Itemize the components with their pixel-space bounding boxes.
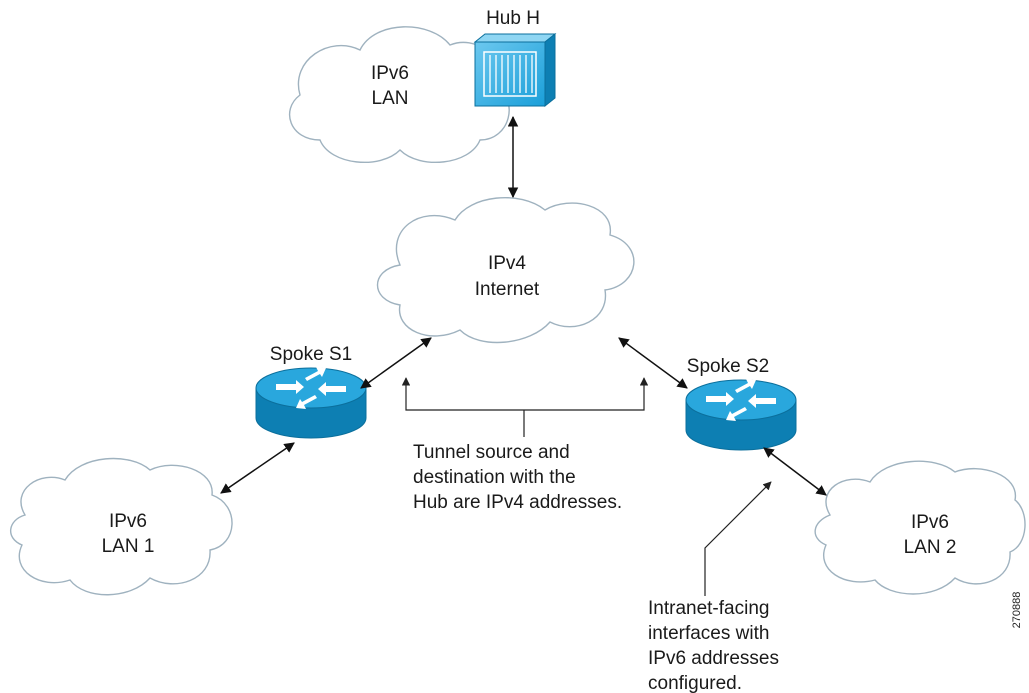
cloud-ipv6-lan-2: IPv6 LAN 2 xyxy=(814,460,1026,595)
tunnel-note-line-1: Tunnel source and xyxy=(413,442,570,463)
internet-line-2: Internet xyxy=(475,279,540,300)
intranet-note: Intranet-facing interfaces with IPv6 add… xyxy=(648,598,779,693)
hub-h-label: Hub H xyxy=(486,8,540,29)
hub-h-device: Hub H xyxy=(473,8,557,108)
cloud-ipv4-internet: IPv4 Internet xyxy=(376,197,635,344)
tunnel-note-line-3: Hub are IPv4 addresses. xyxy=(413,492,622,513)
intranet-note-line-4: configured. xyxy=(648,673,742,693)
hub-switch-icon xyxy=(473,32,557,108)
hub-lan-line-2: LAN xyxy=(372,88,409,109)
spoke-s2-router: Spoke S2 xyxy=(685,356,797,451)
hub-lan-line-1: IPv6 xyxy=(371,63,409,84)
tunnel-callout-bracket xyxy=(401,377,649,411)
intranet-note-line-1: Intranet-facing xyxy=(648,598,769,619)
spoke-s2-label: Spoke S2 xyxy=(687,356,769,377)
lan1-line-1: IPv6 xyxy=(109,511,147,532)
tunnel-note-line-2: destination with the xyxy=(413,467,576,488)
internet-line-1: IPv4 xyxy=(488,253,526,274)
router-icon xyxy=(255,367,367,439)
tunnel-note: Tunnel source and destination with the H… xyxy=(413,442,622,513)
link-s1-lan1 xyxy=(220,442,295,494)
cloud-ipv6-lan-1: IPv6 LAN 1 xyxy=(10,457,233,596)
lan2-line-2: LAN 2 xyxy=(904,537,957,558)
lan2-line-1: IPv6 xyxy=(911,512,949,533)
link-s1-internet xyxy=(360,337,432,389)
figure-id: 270888 xyxy=(1011,592,1023,629)
lan1-line-2: LAN 1 xyxy=(102,536,155,557)
spoke-s1-label: Spoke S1 xyxy=(270,344,352,365)
intranet-note-line-3: IPv6 addresses xyxy=(648,648,779,669)
link-s2-lan2 xyxy=(763,447,827,496)
link-s2-internet xyxy=(618,337,688,389)
spoke-s1-router: Spoke S1 xyxy=(255,344,367,439)
intranet-callout-line xyxy=(704,481,772,596)
router-icon xyxy=(685,379,797,451)
intranet-note-line-2: interfaces with xyxy=(648,623,769,644)
